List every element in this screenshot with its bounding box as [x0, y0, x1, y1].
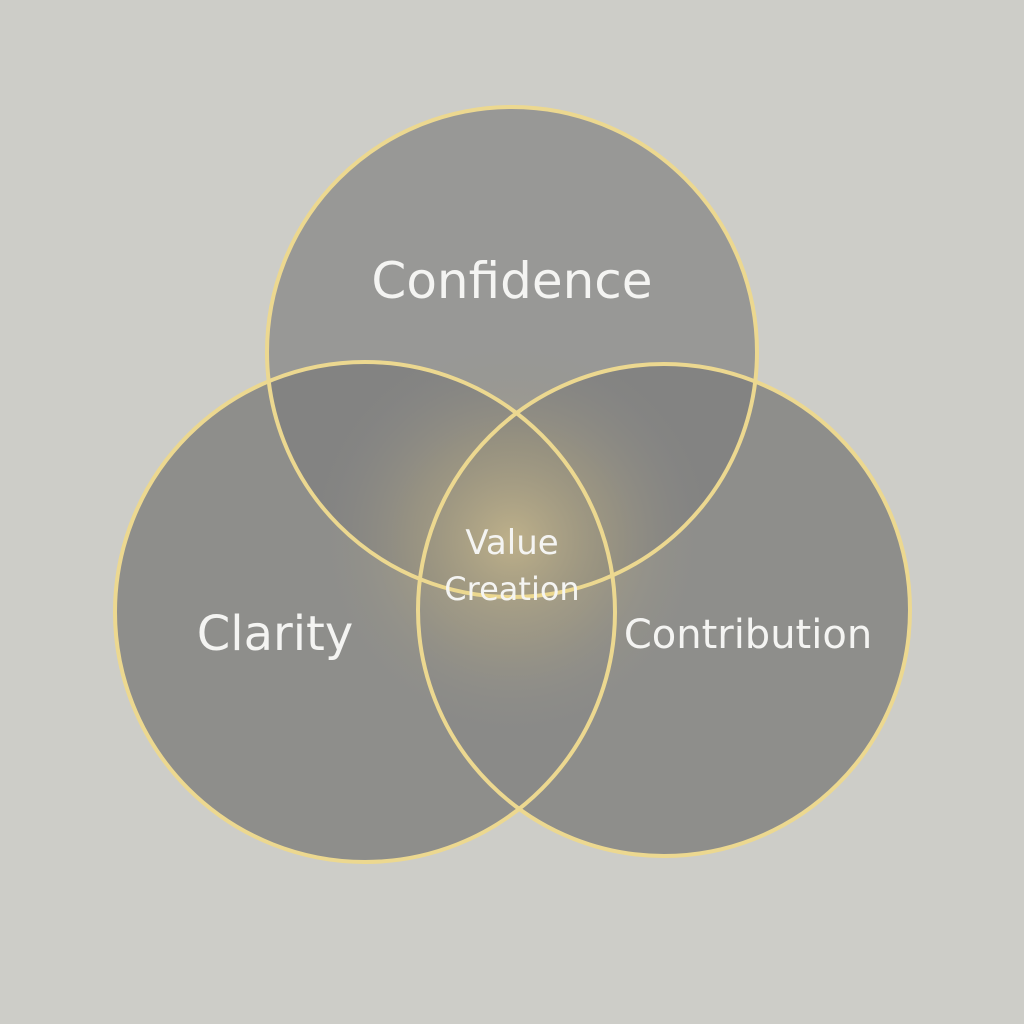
label-center-line2: Creation [444, 570, 579, 608]
outline-contribution [416, 362, 912, 858]
outline-confidence [265, 105, 759, 599]
center-glow [292, 325, 732, 765]
label-clarity: Clarity [197, 606, 354, 662]
label-confidence: Confidence [371, 252, 652, 310]
outline-clarity [113, 360, 617, 864]
label-center-line1: Value [465, 523, 558, 563]
label-contribution: Contribution [624, 612, 872, 658]
